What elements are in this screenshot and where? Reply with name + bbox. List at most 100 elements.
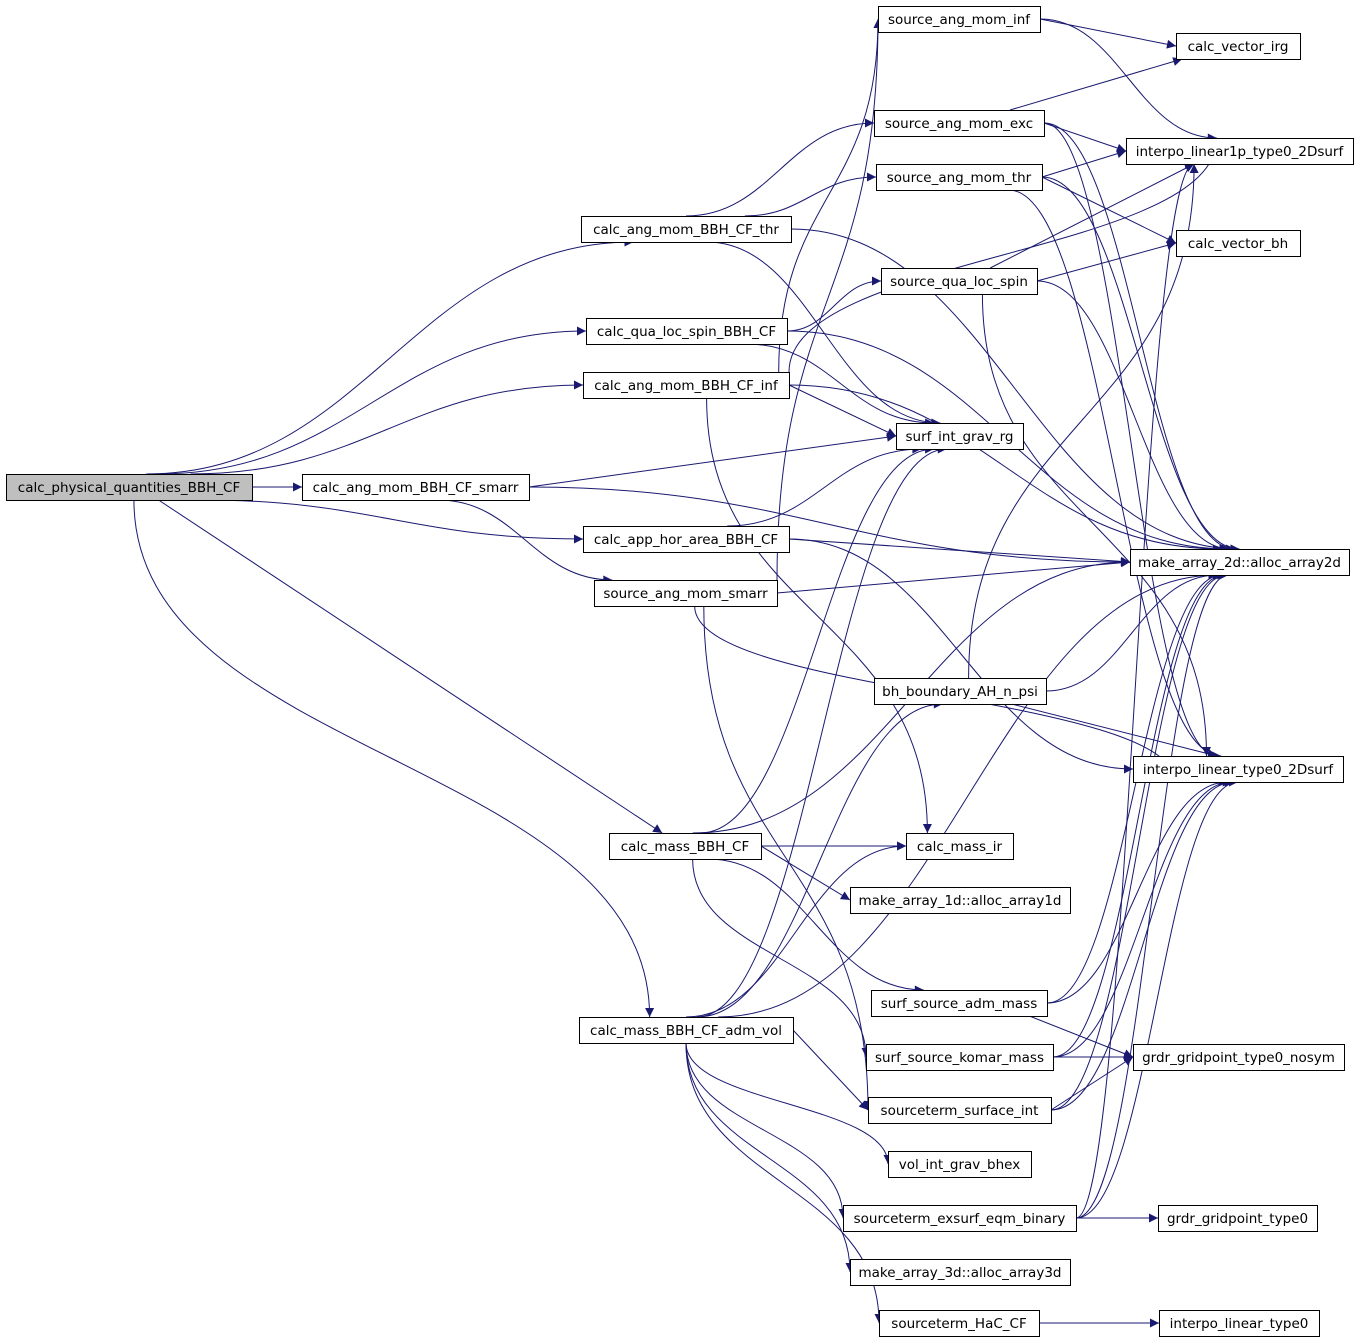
node-label: surf_source_adm_mass <box>881 996 1037 1012</box>
edge-sinf-to-cvi <box>1039 18 1177 49</box>
node-label: calc_ang_mom_BBH_CF_smarr <box>313 480 519 496</box>
node-cmir[interactable]: calc_mass_ir <box>906 833 1014 860</box>
node-box <box>896 423 1024 450</box>
edge-mass-to-ssadm <box>707 858 924 995</box>
node-a3d[interactable]: make_array_3d::alloc_array3d <box>850 1259 1071 1286</box>
node-inf[interactable]: calc_ang_mom_BBH_CF_inf <box>583 372 790 399</box>
edge-stex-to-a2d <box>1075 570 1229 1219</box>
edge-adm-to-stex <box>685 1042 848 1219</box>
node-sthac[interactable]: sourceterm_HaC_CF <box>879 1310 1040 1337</box>
node-stsi[interactable]: sourceterm_surface_int <box>868 1097 1052 1124</box>
node-stex[interactable]: sourceterm_exsurf_eqm_binary <box>843 1205 1077 1232</box>
node-mass[interactable]: calc_mass_BBH_CF <box>609 833 762 860</box>
node-label: source_qua_loc_spin <box>890 274 1028 290</box>
edge-ssadm-to-il0 <box>1046 777 1228 1004</box>
edge-squa-to-a2d <box>1036 280 1231 554</box>
node-box <box>1176 230 1301 257</box>
node-box <box>888 1151 1032 1178</box>
node-box <box>581 216 792 243</box>
node-sinf[interactable]: source_ang_mom_inf <box>878 6 1041 33</box>
node-box <box>876 164 1043 191</box>
edge-squa-to-il0 <box>981 293 1211 757</box>
edge-app-to-sig <box>727 444 922 527</box>
edge-adm-to-vig <box>685 1042 893 1165</box>
node-squa[interactable]: source_qua_loc_spin <box>881 268 1038 295</box>
edge-stex-to-il1p <box>1075 159 1195 1219</box>
node-box <box>868 1097 1052 1124</box>
edges <box>133 18 1240 1328</box>
edge-sexc-to-il1p <box>1043 122 1127 153</box>
edge-qua-to-sig <box>746 343 935 428</box>
node-label: calc_mass_BBH_CF <box>621 839 749 855</box>
node-root[interactable]: calc_physical_quantities_BBH_CF <box>6 474 253 501</box>
node-g0[interactable]: grdr_gridpoint_type0 <box>1158 1205 1318 1232</box>
node-label: source_ang_mom_inf <box>888 12 1031 28</box>
node-bhb[interactable]: bh_boundary_AH_n_psi <box>874 678 1047 705</box>
edge-ssadm-to-gnos <box>1029 1015 1134 1058</box>
node-cvi[interactable]: calc_vector_irg <box>1176 33 1301 60</box>
node-box <box>6 474 253 501</box>
node-smom[interactable]: source_ang_mom_smarr <box>594 580 778 607</box>
edge-stsi-to-a2d <box>1050 570 1227 1111</box>
edge-sthr-to-il1p <box>1041 149 1127 178</box>
node-sig[interactable]: surf_int_grav_rg <box>896 423 1024 450</box>
edge-sthr-to-il0 <box>1008 189 1222 761</box>
edge-sthr-to-a2d <box>1041 176 1240 554</box>
node-sthr[interactable]: source_ang_mom_thr <box>876 164 1043 191</box>
edge-adm-to-bhb <box>696 699 943 1018</box>
node-label: calc_vector_irg <box>1188 39 1289 55</box>
edge-adm-to-cmir <box>685 841 907 1018</box>
node-label: surf_int_grav_rg <box>905 429 1013 445</box>
edge-sthr-to-cvbh <box>1041 176 1177 244</box>
node-il0[interactable]: interpo_linear_type0_2Dsurf <box>1133 756 1344 783</box>
node-label: bh_boundary_AH_n_psi <box>882 684 1038 700</box>
node-box <box>871 990 1048 1017</box>
node-app[interactable]: calc_app_hor_area_BBH_CF <box>583 526 790 553</box>
node-box <box>881 268 1038 295</box>
node-label: calc_qua_loc_spin_BBH_CF <box>597 324 776 340</box>
node-cvbh[interactable]: calc_vector_bh <box>1176 230 1301 257</box>
node-ssk[interactable]: surf_source_komar_mass <box>866 1044 1054 1071</box>
node-gnos[interactable]: grdr_gridpoint_type0_nosym <box>1133 1044 1345 1071</box>
node-label: sourceterm_surface_int <box>881 1103 1039 1119</box>
edge-mass-to-ssk <box>692 858 871 1058</box>
edge-adm-to-a2d <box>718 570 1218 1018</box>
node-il1p[interactable]: interpo_linear1p_type0_2Dsurf <box>1126 138 1354 165</box>
edge-thr-to-sig <box>706 241 941 428</box>
edge-root-to-thr <box>146 237 634 475</box>
node-ilt0[interactable]: interpo_linear_type0 <box>1159 1310 1320 1337</box>
node-box <box>874 678 1047 705</box>
node-label: calc_vector_bh <box>1188 236 1288 252</box>
node-label: calc_ang_mom_BBH_CF_inf <box>594 378 779 394</box>
edge-squa-to-il1p <box>989 163 1195 269</box>
edge-root-to-qua <box>158 326 587 475</box>
edge-adm-to-a3d <box>685 1042 855 1273</box>
node-ssadm[interactable]: surf_source_adm_mass <box>871 990 1048 1017</box>
edge-root-to-app <box>202 499 584 544</box>
edge-smom-to-stsi <box>703 605 873 1111</box>
node-qua[interactable]: calc_qua_loc_spin_BBH_CF <box>586 318 788 345</box>
node-box <box>850 1259 1071 1286</box>
node-adm[interactable]: calc_mass_BBH_CF_adm_vol <box>579 1017 794 1044</box>
edge-squa-to-cvbh <box>1036 241 1177 282</box>
node-a2d[interactable]: make_array_2d::alloc_array2d <box>1130 549 1350 576</box>
node-thr[interactable]: calc_ang_mom_BBH_CF_thr <box>581 216 792 243</box>
node-vig[interactable]: vol_int_grav_bhex <box>888 1151 1032 1178</box>
node-label: sourceterm_HaC_CF <box>891 1316 1026 1332</box>
node-label: calc_app_hor_area_BBH_CF <box>594 532 778 548</box>
node-smarr[interactable]: calc_ang_mom_BBH_CF_smarr <box>302 474 530 501</box>
edge-root-to-mass <box>158 499 663 834</box>
edge-bhb-to-il0 <box>1011 703 1218 759</box>
edge-adm-to-stsi <box>792 1029 869 1111</box>
edge-stsi-to-il0 <box>1050 777 1234 1111</box>
node-box <box>594 580 778 607</box>
node-label: source_ang_mom_exc <box>885 116 1033 132</box>
node-box <box>878 6 1041 33</box>
node-box <box>1133 756 1344 783</box>
edge-inf-to-sig <box>788 384 897 437</box>
node-sexc[interactable]: source_ang_mom_exc <box>874 110 1045 137</box>
node-a1d[interactable]: make_array_1d::alloc_array1d <box>850 887 1071 914</box>
edge-bhb-to-il1p <box>968 163 1199 679</box>
node-label: surf_source_komar_mass <box>875 1050 1044 1066</box>
